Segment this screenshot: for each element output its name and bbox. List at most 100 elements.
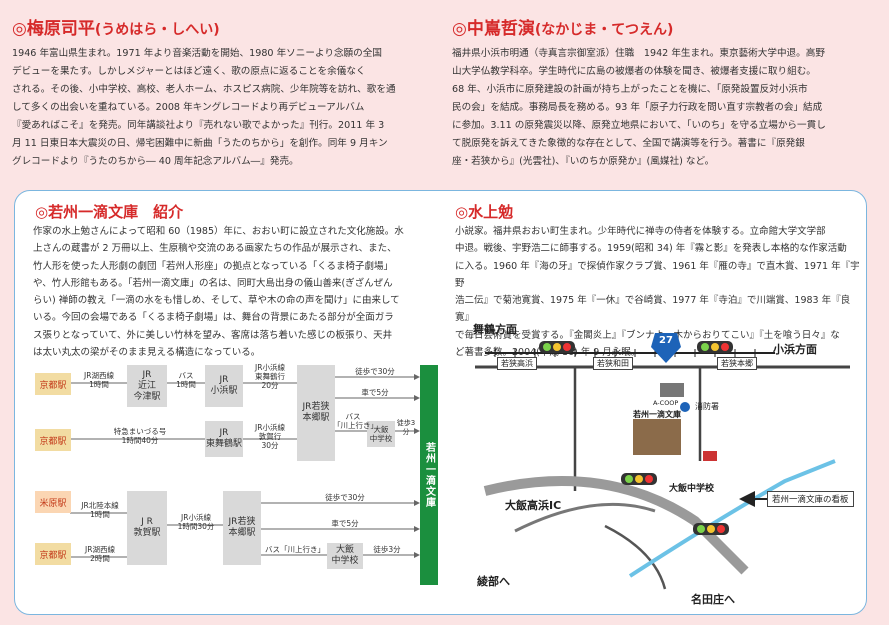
school-building (703, 451, 717, 461)
bio-umehara-reading: (うめはら・しへい) (94, 22, 220, 38)
river (628, 459, 836, 578)
expressway (483, 476, 749, 575)
bio-nakajima: ◎中嶌哲演(なかじま・てつえん) 福井県小浜市明通（寺真言宗御室派）住職 194… (452, 14, 880, 171)
text-line: に参加。3.11 の原発震災以降、原発立地県において、「いのち」を守る立場から一… (452, 120, 826, 131)
school-oi-1: 大飯 中学校 (367, 421, 395, 447)
access-map: 舞鶴方面 小浜方面 27 若狭高浜 若狭和田 若狭本郷 A-COOP 消防署 若… (455, 321, 865, 611)
library-photo (633, 419, 681, 455)
map-label-obama: 小浜方面 (773, 343, 817, 356)
station-jr-wakasa-hongo-2: JR若狭 本郷駅 (223, 491, 261, 565)
map-label-maizuru: 舞鶴方面 (473, 323, 517, 336)
label-car-5-a: 車で5分 (361, 388, 389, 397)
library-text: 作家の水上勉さんによって昭和 60（1985）年に、おおい町に設立された文化施設… (33, 223, 443, 361)
label-obama-line-2: JR小浜線 敦賀行 30分 (255, 423, 285, 450)
text-line: 月 11 日東日本大震災の日、帰宅困難中に新曲「うたのちから」を創作。同年 9 … (12, 138, 388, 149)
start-maibara: 米原駅 (35, 491, 71, 513)
start-kyoto-1: 京都駅 (35, 373, 71, 395)
map-label-school: 大飯中学校 (669, 484, 715, 494)
station-jr-imazu: JR 近江 今津駅 (127, 365, 167, 407)
route-diagram: 京都駅 京都駅 米原駅 京都駅 JR 近江 今津駅 JR 小浜駅 JR 東舞鶴駅… (15, 191, 455, 616)
label-bus-1: バス 1時間 (176, 371, 196, 389)
bio-umehara-name: ◎梅原司平 (12, 19, 95, 39)
text-line: 山大学仏教学科卒。学生時代に広島の被爆者の体験を聞き、被爆者支援に取り組む。 (452, 66, 816, 77)
label-obama-line-3: JR小浜線 1時間30分 (177, 513, 215, 531)
road-ic (514, 502, 656, 533)
station-wakasa-takahama: 若狭高浜 (497, 357, 537, 370)
route-lines (70, 374, 420, 558)
label-hokuriku: JR北陸本線 1時間 (81, 501, 119, 519)
text-line: グレコードより『うたのちから― 40 周年記念アルバム―』発売。 (12, 156, 299, 167)
map-label-library: 若州一滴文庫 (633, 410, 681, 419)
text-line: ス張りとなっていて、外に美しい竹林を望み、客席は落ち着いた感じの板張り、天井 (33, 329, 393, 341)
text-line: に入る。1960 年『海の牙』で探偵作家クラブ賞、1961 年『雁の寺』で直木賞… (455, 260, 860, 289)
label-walk-3-b: 徒歩3分 (373, 545, 401, 554)
text-line: は太い丸太の梁がそのまま見える構造になっている。 (33, 347, 261, 359)
text-line: 作家の水上勉さんによって昭和 60（1985）年に、おおい町に設立された文化施設… (33, 226, 404, 237)
traffic-light-3 (621, 473, 657, 485)
text-line: や、竹人形館もある。「若州一滴文庫」の名は、同町大島出身の儀山善来(ぎざんぜん (33, 277, 393, 289)
station-jr-higashimaizuru: JR 東舞鶴駅 (205, 421, 243, 457)
map-label-fire: 消防署 (695, 402, 719, 411)
destination-wakasa-itteki-bunko: 若州一滴文庫 (420, 365, 438, 585)
label-bus-kawakami-a: バス 「川上行き」 (333, 412, 378, 430)
bio-umehara: ◎梅原司平(うめはら・しへい) 1946 年富山県生まれ。1971 年より音楽活… (12, 14, 437, 171)
text-line: して多くの出会いを重ねている。2008 年キングレコードより再デビューアルバム (12, 102, 365, 113)
traffic-light-4 (693, 523, 729, 535)
station-jr-obama: JR 小浜駅 (205, 365, 243, 407)
text-line: 1946 年富山県生まれ。1971 年より音楽活動を開始、1980 年ソニーより… (12, 48, 382, 59)
label-kosei-2: JR湖西線 2時間 (85, 545, 115, 563)
station-jr-tsuruga: J R 敦賀駅 (127, 491, 167, 565)
sign-arrow (739, 491, 755, 507)
text-line: 小説家。福井県おおい町生まれ。少年時代に禅寺の侍者を体験する。立命館大学文学部 (455, 226, 826, 237)
text-line: 民の会」を結成。事務局長を務める。93 年「原子力行政を問い直す宗教者の会」結成 (452, 102, 823, 113)
label-kosei-1: JR湖西線 1時間 (84, 371, 114, 389)
station-wakasa-wada: 若狭和田 (593, 357, 633, 370)
road-south (604, 524, 667, 590)
text-line: で毎日芸術賞を受賞する。『金閣炎上』『ブンナよ、木からおりてこい』『土を喰う日々… (455, 329, 840, 341)
start-kyoto-2: 京都駅 (35, 429, 71, 451)
author-heading: ◎水上勉 (455, 203, 514, 221)
text-line: 福井県小浜市明通（寺真言宗御室派）住職 1942 年生まれ。東京藝術大学中退。高… (452, 48, 825, 59)
bio-nakajima-text: 福井県小浜市明通（寺真言宗御室派）住職 1942 年生まれ。東京藝術大学中退。高… (452, 45, 880, 171)
traffic-light-2 (697, 341, 733, 353)
text-line: 浩二伝』で菊池寛賞、1975 年『一休』で谷崎賞、1977 年『寺泊』で川端賞、… (455, 295, 851, 324)
start-kyoto-3: 京都駅 (35, 543, 71, 565)
info-panel: ◎若州一滴文庫 紹介 作家の水上勉さんによって昭和 60（1985）年に、おおい… (14, 190, 867, 615)
text-line: らい) 禅師の教え「一滴の水をも惜しめ、そして、草や木の命の声を聞け」に由来して (33, 295, 400, 307)
map-label-ic: 大飯高浜IC (505, 499, 562, 512)
text-line: 『愛あればこそ』を発売。同年講談社より『売れない歌でよかった』刊行。2011 年… (12, 120, 385, 131)
label-maizuru: 特急まいづる号 1時間40分 (113, 427, 167, 445)
map-label-a-coop: A-COOP (653, 399, 679, 407)
label-obama-line-1: JR小浜線 東舞鶴行 20分 (255, 363, 285, 390)
library-heading: ◎若州一滴文庫 紹介 (35, 203, 184, 221)
text-line: 座・若狭から』(光雲社)、『いのちか原発か』(風媒社) など。 (452, 156, 715, 167)
map-label-sign: 若州一滴文庫の看板 (767, 491, 854, 507)
text-line: 中退。戦後、宇野浩二に師事する。1959(昭和 34) 年『霧と影』を発表し本格… (455, 243, 847, 255)
text-line: いる。今回の会場である「くるま椅子劇場」は、舞台の背景にあたる部分が全面ガラ (33, 312, 394, 324)
text-line: される。その後、小中学校、高校、老人ホーム、ホスピス病院、少年院等を訪れ、歌を通 (12, 84, 396, 95)
school-oi-2: 大飯 中学校 (327, 543, 363, 569)
map-label-natashou: 名田庄へ (691, 593, 735, 606)
bio-umehara-text: 1946 年富山県生まれ。1971 年より音楽活動を開始、1980 年ソニーより… (12, 45, 437, 171)
bio-nakajima-reading: (なかじま・てつえん) (534, 22, 674, 38)
station-wakasa-hongo: 若狭本郷 (717, 357, 757, 370)
text-line: 68 年、小浜市に原発建設の計画が持ち上がったことを機に、「原発設置反対小浜市 (452, 84, 808, 95)
label-walk-3-a: 徒歩3分 (396, 419, 416, 436)
traffic-light-1 (539, 341, 575, 353)
bio-nakajima-heading: ◎中嶌哲演(なかじま・てつえん) (452, 14, 880, 39)
fire-station-marker (680, 402, 690, 412)
bio-nakajima-name: ◎中嶌哲演 (452, 19, 535, 39)
station-jr-wakasa-hongo-1: JR若狭 本郷駅 (297, 365, 335, 461)
label-walk-30-b: 徒歩で30分 (325, 493, 365, 502)
label-car-5-b: 車で5分 (331, 519, 359, 528)
a-coop-building (660, 383, 684, 397)
label-bus-kawakami-b: バス「川上行き」 (265, 545, 325, 554)
bio-umehara-heading: ◎梅原司平(うめはら・しへい) (12, 14, 437, 39)
label-walk-30-a: 徒歩で30分 (355, 367, 395, 376)
map-label-ayabe: 綾部へ (477, 575, 510, 588)
text-line: デビューを果たす。しかしメジャーとはほど遠く、歌の原点に返ることを余儀なく (12, 66, 366, 77)
text-line: て脱原発を訴えてきた象徴的な存在として、全国で講演等を行う。著書に『原発銀 (452, 138, 805, 149)
route-27-badge (651, 333, 681, 363)
text-line: 竹人形を使った人形劇の劇団「若州人形座」の拠点となっている「くるま椅子劇場」 (33, 260, 394, 272)
map-roads (475, 333, 850, 590)
